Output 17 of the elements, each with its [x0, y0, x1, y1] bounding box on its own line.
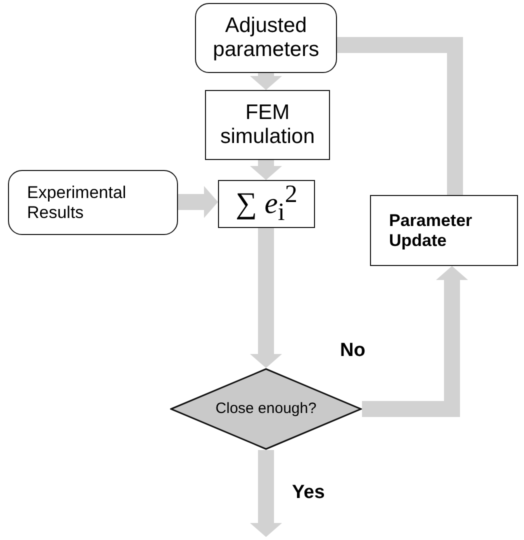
process-box — [195, 3, 337, 73]
block-arrow — [362, 266, 468, 417]
formula-box — [218, 180, 315, 228]
input-box — [8, 170, 178, 235]
node-text: FEM simulation — [219, 100, 316, 150]
process-box — [370, 195, 518, 266]
node-text: Close enough? — [216, 400, 316, 418]
decision-diamond — [170, 368, 362, 450]
node-text: Parameter Update — [389, 210, 474, 250]
block-arrow — [250, 73, 282, 90]
block-arrow — [178, 186, 218, 218]
node-text: Adjusted parameters — [212, 14, 320, 62]
block-arrow — [250, 160, 282, 180]
block-arrow — [250, 450, 282, 537]
block-arrow — [250, 228, 282, 368]
process-box — [205, 90, 330, 160]
node-text: Experimental Results — [27, 182, 128, 222]
